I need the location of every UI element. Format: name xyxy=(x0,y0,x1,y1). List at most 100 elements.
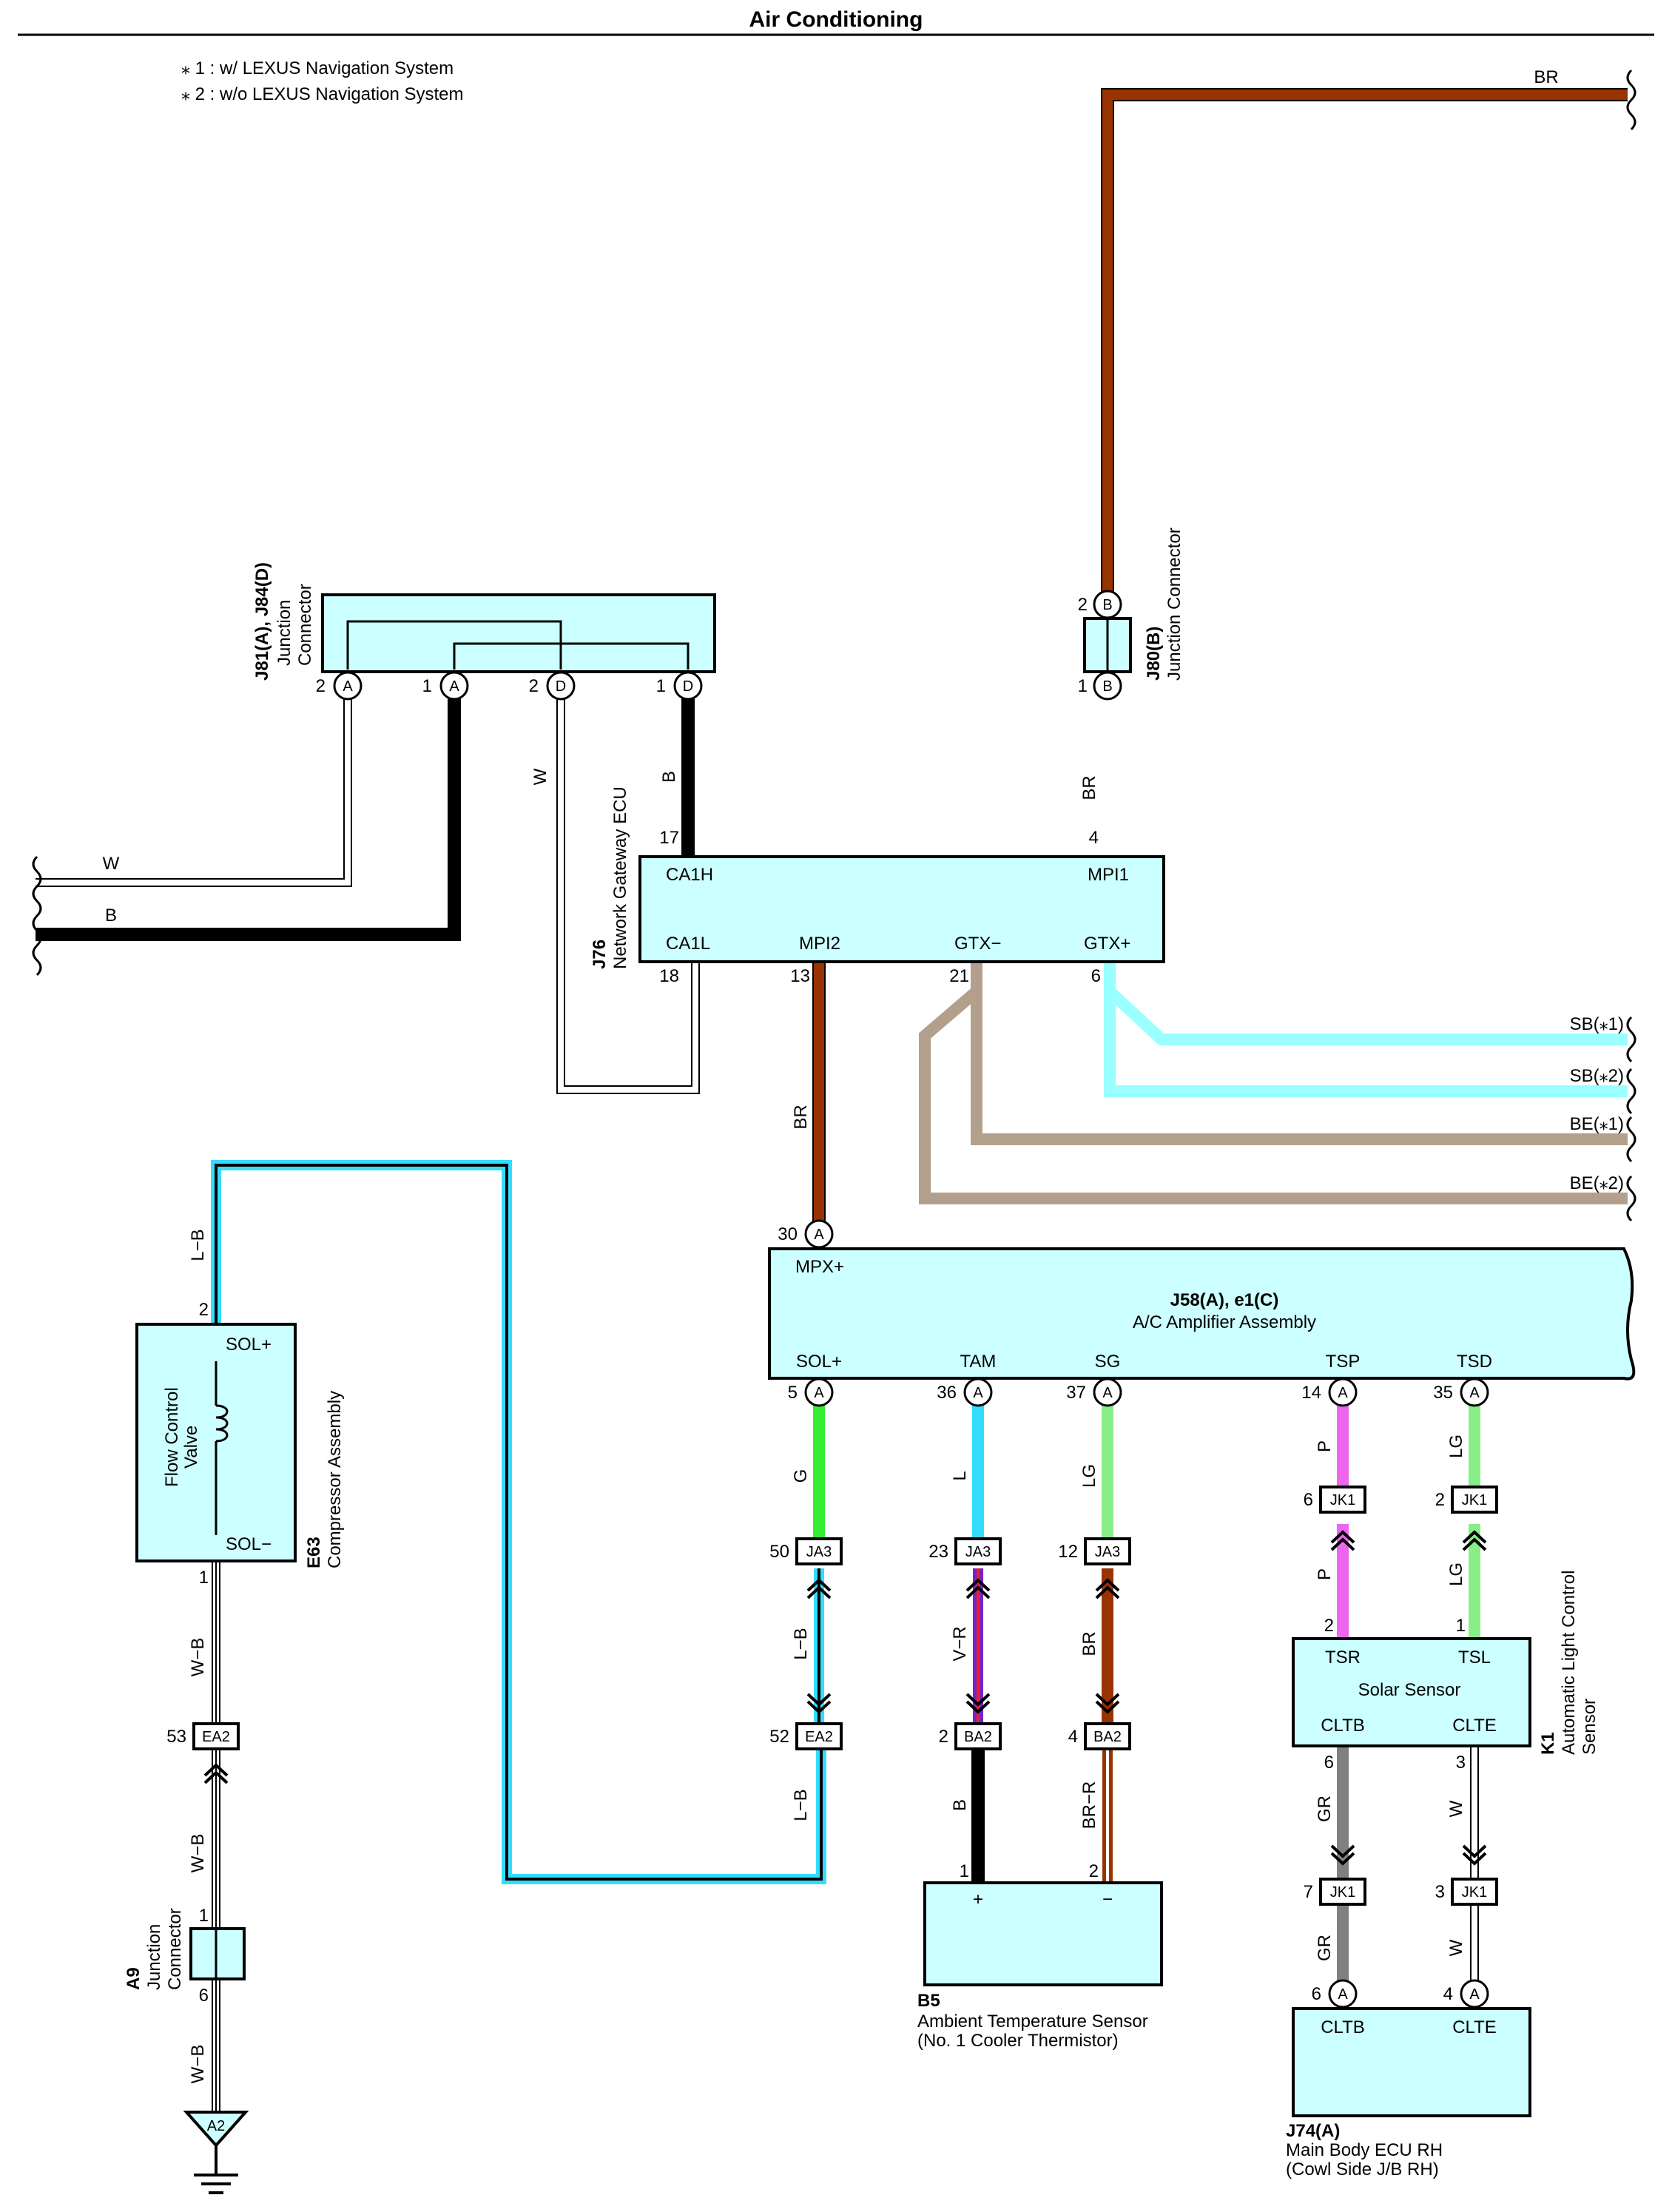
pin-letter: A xyxy=(449,678,459,695)
pin-j81-a1: A xyxy=(439,671,469,701)
k1-name-1: Automatic Light Control xyxy=(1559,1571,1579,1755)
pin-j58-14: A xyxy=(1328,1378,1358,1407)
wire-br-top-outline xyxy=(1101,88,1628,607)
conn-label: JA3 xyxy=(1095,1544,1120,1560)
main-body-ecu: CLTB CLTE J74(A) Main Body ECU RH (Cowl … xyxy=(1286,2007,1531,2179)
j80-name: Junction Connector xyxy=(1164,527,1184,681)
pin-num: 3 xyxy=(1456,1753,1466,1773)
pin-num: 21 xyxy=(949,966,969,986)
pin-num: 18 xyxy=(659,966,679,986)
conn-ba2-4: BA2 xyxy=(1084,1722,1131,1750)
b5-minus: − xyxy=(1102,1889,1113,1909)
connector-chevrons xyxy=(203,1530,1487,1866)
j58-code: J58(A), e1(C) xyxy=(1170,1290,1279,1310)
compressor-assembly: SOL+ SOL− Flow Control Valve E63 Compres… xyxy=(135,1323,345,1568)
pin-num: 35 xyxy=(1433,1383,1453,1403)
pin-letter: D xyxy=(556,678,566,695)
pin-j58-30: A xyxy=(804,1219,834,1249)
chevron-jk1-3 xyxy=(1462,1844,1487,1866)
pin-letter: A xyxy=(1469,1986,1480,2003)
wire-label: L xyxy=(950,1471,970,1480)
j58-mpx: MPX+ xyxy=(795,1257,844,1277)
pin-letter: A xyxy=(814,1227,824,1243)
wire-label: W xyxy=(530,768,550,785)
chevron-ea2-53 xyxy=(203,1763,229,1784)
conn-ja3-23: JA3 xyxy=(954,1537,1002,1565)
pin-letter: B xyxy=(1102,597,1112,613)
b5-code: B5 xyxy=(917,1991,940,2011)
wire-label: W−B xyxy=(188,1638,208,1677)
pin-j84-d1: D xyxy=(673,671,703,701)
wire-label: LG xyxy=(1446,1434,1466,1458)
pin-num: 50 xyxy=(769,1542,789,1562)
wire-label: W−B xyxy=(188,1834,208,1873)
pin-num: 5 xyxy=(788,1383,798,1403)
a2-label: A2 xyxy=(207,2118,225,2134)
wire-br-top xyxy=(1102,90,1628,607)
break-sb1 xyxy=(1626,1016,1636,1063)
conn-label: EA2 xyxy=(805,1729,833,1745)
chevron-jk1-2 xyxy=(1462,1530,1487,1551)
pin-num: 2 xyxy=(1435,1490,1445,1510)
wire-label: P xyxy=(1315,1568,1335,1580)
pin-num: 30 xyxy=(778,1224,798,1244)
k1-cltb: CLTB xyxy=(1321,1716,1365,1736)
a9-name-2: Connector xyxy=(165,1908,185,1990)
e63-inner-1: Flow Control xyxy=(162,1387,182,1487)
j58-tsd: TSD xyxy=(1457,1352,1492,1372)
j76-box xyxy=(638,855,1165,963)
coil-icon xyxy=(215,1404,229,1443)
e63-inner-2: Valve xyxy=(181,1426,201,1469)
wire-label: BE(⁎1) xyxy=(1570,1114,1624,1134)
pin-num: 2 xyxy=(529,676,539,696)
pin-num: 2 xyxy=(939,1727,948,1747)
j76-name: Network Gateway ECU xyxy=(610,786,630,969)
e63-code: E63 xyxy=(304,1537,324,1568)
j74-code: J74(A) xyxy=(1286,2121,1340,2141)
pin-letter: A xyxy=(1338,1986,1348,2003)
wire-sb2 xyxy=(1104,962,1628,1097)
k1-name-2: Sensor xyxy=(1580,1699,1599,1755)
wire-label: W xyxy=(1446,1800,1466,1817)
pin-num: 3 xyxy=(1435,1882,1445,1902)
pin-num: 2 xyxy=(1078,595,1088,615)
j74-name-2: (Cowl Side J/B RH) xyxy=(1286,2159,1439,2179)
pin-num: 2 xyxy=(199,1300,209,1320)
pin-num: 2 xyxy=(316,676,326,696)
wire-label: V−R xyxy=(950,1626,970,1661)
conn-ja3-50: JA3 xyxy=(795,1537,843,1565)
pin-num: 37 xyxy=(1066,1383,1086,1403)
wire-breaks xyxy=(32,69,1636,1222)
j76-gtxm: GTX− xyxy=(954,934,1001,954)
b5-box xyxy=(923,1881,1163,1986)
j58-box xyxy=(768,1247,1636,1380)
conn-ja3-12: JA3 xyxy=(1084,1537,1131,1565)
pin-letter: A xyxy=(973,1385,983,1401)
a9-code: A9 xyxy=(124,1967,144,1990)
chevron-ba2-4 xyxy=(1095,1693,1120,1714)
pin-num: 36 xyxy=(937,1383,957,1403)
break-sb2 xyxy=(1626,1068,1636,1115)
inline-connectors: JA3 JA3 JA3 EA2 BA2 BA2 JK1 JK1 JK1 JK1 … xyxy=(192,1486,1498,1906)
chevron-ja3-50 xyxy=(806,1578,832,1599)
automatic-light-control-sensor: TSR TSL Solar Sensor CLTB CLTE K1 Automa… xyxy=(1292,1571,1599,1755)
pin-j80-b2: B xyxy=(1093,590,1122,619)
conn-jk1-2: JK1 xyxy=(1451,1486,1498,1514)
j80-code: J80(B) xyxy=(1144,627,1164,681)
a9-box xyxy=(189,1927,246,1980)
j58-sg: SG xyxy=(1095,1352,1121,1372)
conn-label: JK1 xyxy=(1330,1492,1355,1508)
wire-be2 xyxy=(919,986,1628,1204)
wire-label: L−B xyxy=(791,1628,811,1659)
conn-jk1-7: JK1 xyxy=(1319,1878,1366,1906)
conn-label: BA2 xyxy=(964,1729,992,1745)
j58-tam: TAM xyxy=(960,1352,997,1372)
j58-tsp: TSP xyxy=(1326,1352,1361,1372)
k1-tsr: TSR xyxy=(1325,1648,1361,1668)
wire-label: GR xyxy=(1315,1935,1335,1961)
pin-j58-37: A xyxy=(1093,1378,1122,1407)
ambient-temperature-sensor: + − B5 Ambient Temperature Sensor (No. 1… xyxy=(917,1881,1163,2051)
wire-label: BR xyxy=(1534,67,1558,87)
pin-num: 6 xyxy=(199,1986,209,2006)
pin-num: 6 xyxy=(1304,1490,1313,1510)
